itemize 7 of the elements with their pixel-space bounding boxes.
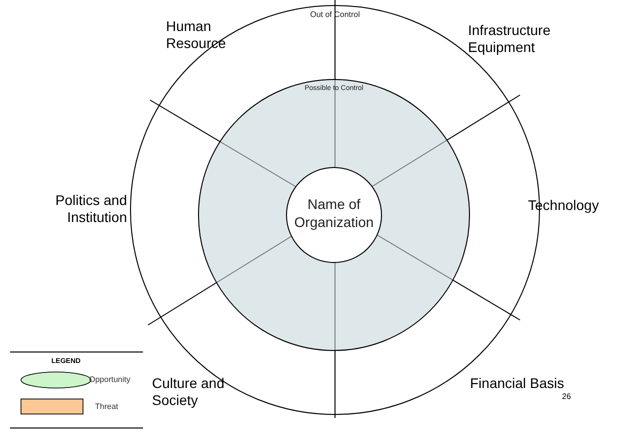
sector-label: Infrastructure Equipment: [468, 22, 552, 56]
legend-label: Threat: [95, 402, 118, 412]
sector-label: Culture and Society: [152, 375, 226, 409]
center-title: Name of Organization: [293, 196, 375, 231]
sector-label: Financial Basis: [470, 375, 566, 392]
sector-label: Politics and Institution: [54, 192, 127, 226]
page-number: 26: [562, 392, 572, 402]
